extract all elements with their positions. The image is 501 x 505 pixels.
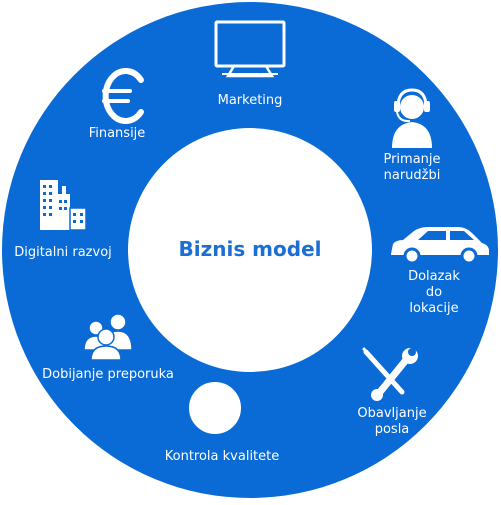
tools-icon (362, 347, 418, 401)
segment-label-order-intake: Primanje narudžbi (383, 152, 441, 183)
segment-label-job-execution: Obavljanje posla (357, 406, 427, 437)
segment-label-referrals: Dobijanje preporuka (42, 367, 174, 382)
segment-label-finance: Finansije (88, 126, 146, 141)
segment-label-marketing: Marketing (217, 93, 283, 108)
magnifier-icon (187, 380, 254, 445)
center-title: Biznis model (178, 237, 322, 261)
buildings-icon (40, 180, 87, 231)
center-circle (128, 128, 372, 372)
euro-icon (102, 68, 144, 124)
monitor-icon (214, 20, 286, 78)
segment-label-quality-control: Kontrola kvalitete (164, 449, 280, 464)
segment-label-digital-development: Digitalni razvoj (14, 245, 112, 260)
people-group-icon (83, 313, 133, 361)
headset-agent-icon (392, 88, 432, 148)
segment-label-arrival: Dolazak do lokacije (408, 269, 460, 316)
car-icon (391, 227, 489, 265)
